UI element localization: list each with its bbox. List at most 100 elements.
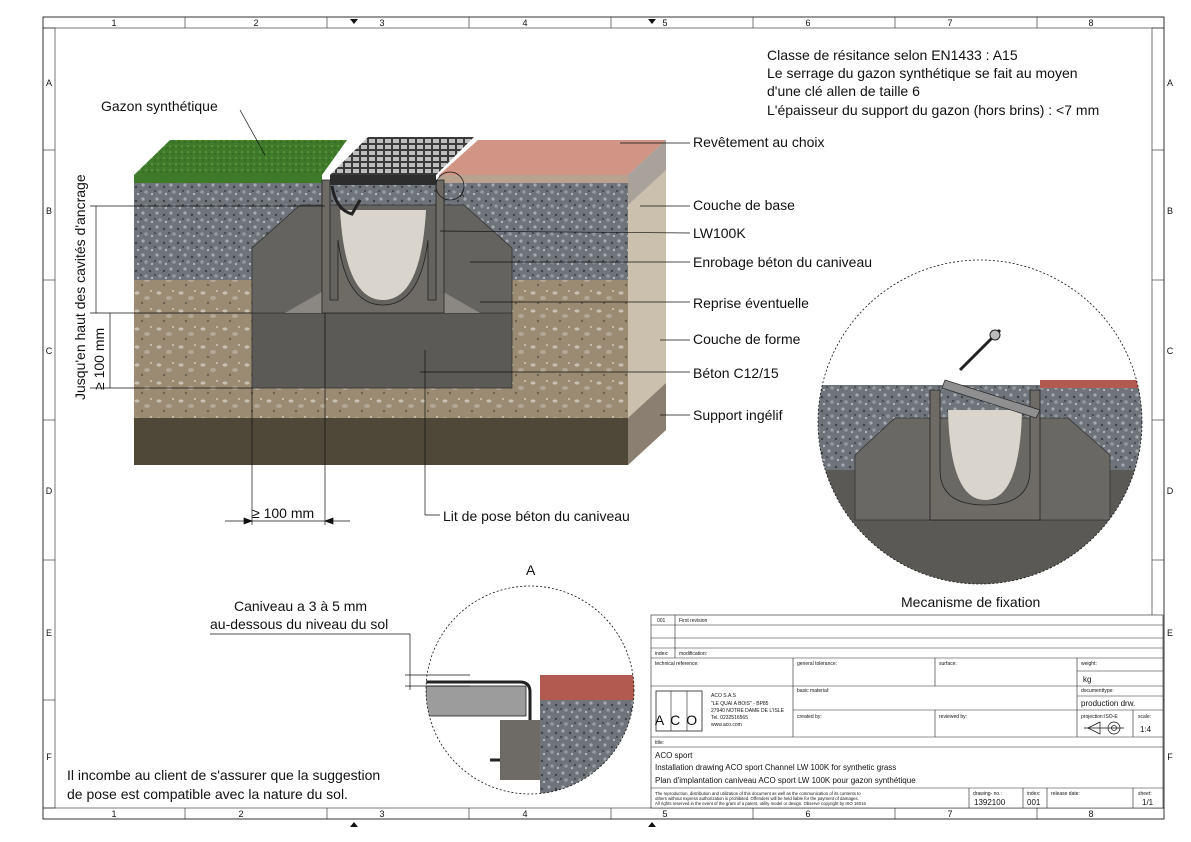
title-block	[650, 614, 1164, 809]
drawing-no: 1392100	[974, 798, 1006, 807]
title-line-3: Plan d'implantation caniveau ACO sport L…	[655, 776, 916, 785]
sheet-label: sheet:	[1138, 791, 1152, 797]
row-label-right-d: D	[1167, 486, 1174, 496]
modification-label: modification:	[679, 651, 707, 657]
dim-width-label: ≥ 100 mm	[252, 505, 314, 521]
spec-notes: Classe de résitance selon EN1433 : A15 L…	[767, 47, 1099, 118]
col-label-top-6: 6	[805, 18, 810, 28]
label-enrobage: Enrobage béton du caniveau	[693, 254, 872, 270]
grass-layer	[134, 175, 322, 183]
label-reprise: Reprise éventuelle	[693, 295, 809, 311]
label-revetement: Revêtement au choix	[693, 134, 825, 150]
note-line-1: Classe de résitance selon EN1433 : A15	[767, 47, 1018, 63]
surface-label: surface:	[939, 661, 957, 667]
col-label-top-7: 7	[947, 18, 952, 28]
sheet-value: 1/1	[1142, 798, 1154, 807]
col-label-top-5: 5	[662, 18, 667, 28]
row-label-right-a: A	[1167, 78, 1173, 88]
paving-top	[439, 140, 666, 175]
label-caniveau-2: au-dessous du niveau du sol	[210, 616, 388, 632]
side-face	[628, 140, 666, 465]
drawing-frame: 1 2 3 4 5 6 7 8 1 2 3 4 5 6 7 8 A B C D …	[42, 16, 1174, 827]
detail-marker: A	[460, 193, 464, 199]
mechanism-detail	[817, 259, 1143, 585]
row-label-left-f: F	[46, 752, 52, 762]
label-mecanisme: Mecanisme de fixation	[901, 594, 1040, 610]
row-label-left-e: E	[46, 628, 52, 638]
label-support: Support ingélif	[693, 407, 783, 423]
col-label-top-4: 4	[522, 18, 527, 28]
note-line-3: d'une clé allen de taille 6	[767, 83, 920, 99]
col-label-bottom-5: 5	[662, 809, 667, 819]
label-couche-forme: Couche de forme	[693, 331, 801, 347]
rev-text: First revision	[679, 618, 708, 624]
grass-top	[134, 140, 347, 175]
release-date-label: release date:	[1051, 791, 1080, 797]
legal-line-3: All rights reserved in the event of the …	[655, 801, 867, 806]
general-tolerance-label: general tolerance:	[797, 661, 837, 667]
scale-value: 1:4	[1140, 725, 1152, 734]
reviewed-by-label: reviewed by:	[939, 714, 967, 720]
label-beton: Béton C12/15	[693, 365, 779, 381]
rev-index: 001	[657, 618, 666, 624]
title-line-1: ACO sport	[655, 751, 693, 760]
col-label-bottom-1: 1	[111, 809, 116, 819]
col-label-bottom-2: 2	[238, 809, 243, 819]
col-label-bottom-4: 4	[522, 809, 527, 819]
projection-label: projection:ISO-E	[1081, 714, 1118, 720]
note-line-2: Le serrage du gazon synthétique se fait …	[767, 65, 1078, 81]
label-couche-base: Couche de base	[693, 197, 795, 213]
row-label-right-f: F	[1167, 752, 1173, 762]
client-note-1: Il incombe au client de s'assurer que la…	[67, 767, 380, 783]
cross-section-block: A	[90, 109, 691, 525]
col-label-bottom-7: 7	[947, 809, 952, 819]
concrete-base	[251, 312, 513, 389]
aco-logo: ACO	[655, 690, 703, 732]
company-addr-1: "LE QUAI A BOIS" - BP85	[711, 701, 769, 707]
legal-line-2: others without express authorization is …	[655, 796, 859, 801]
detail-a-dimension	[210, 633, 470, 690]
drawing-no-label: drawing- no.:	[973, 791, 1002, 797]
legal-line-1: The reproduction, distribution and utili…	[655, 791, 861, 796]
row-label-right-e: E	[1167, 628, 1173, 638]
row-label-left-a: A	[46, 78, 52, 88]
grate-top	[330, 137, 474, 175]
col-label-top-2: 2	[253, 18, 258, 28]
index2: 001	[1027, 798, 1041, 807]
weight-unit: kg	[1083, 675, 1091, 684]
basic-material-label: basic material:	[797, 688, 829, 694]
index2-label: index:	[1027, 791, 1040, 797]
scale-label: scale:	[1138, 714, 1151, 720]
col-label-bottom-6: 6	[805, 809, 810, 819]
row-label-left-c: C	[46, 346, 53, 356]
row-label-left-d: D	[46, 486, 53, 496]
company-name: ACO S.A.S	[711, 693, 737, 699]
label-caniveau-1: Caniveau a 3 à 5 mm	[234, 598, 367, 614]
col-label-bottom-3: 3	[379, 809, 384, 819]
label-lit-pose: Lit de pose béton du caniveau	[443, 508, 630, 524]
title-line-2: Installation drawing ACO sport Channel L…	[655, 763, 896, 772]
col-label-top-1: 1	[111, 18, 116, 28]
row-label-right-c: C	[1167, 346, 1174, 356]
documenttype-value: production drw.	[1081, 699, 1135, 708]
client-note-2: de pose est compatible avec la nature du…	[67, 786, 348, 802]
detail-a-title: A	[526, 562, 536, 578]
index-label: index:	[655, 651, 668, 657]
company-tel: Tel. 0232516565	[711, 715, 748, 721]
channel-body	[321, 179, 445, 314]
company-addr-2: 27940 NOTRE DAME DE L'ISLE	[711, 708, 785, 714]
label-lw100k: LW100K	[693, 225, 746, 241]
col-label-top-8: 8	[1088, 18, 1093, 28]
row-label-left-b: B	[46, 206, 52, 216]
note-line-4: L'épaisseur du support du gazon (hors br…	[767, 102, 1099, 118]
row-label-right-b: B	[1167, 206, 1173, 216]
vertical-dim: ≥ 100 mm	[91, 328, 107, 390]
technical-reference-label: technical reference:	[655, 661, 699, 667]
col-label-bottom-8: 8	[1088, 809, 1093, 819]
col-label-top-3: 3	[379, 18, 384, 28]
company-web: www.aco.com	[711, 722, 742, 728]
title-label: title:	[655, 740, 664, 746]
created-by-label: created by:	[797, 714, 822, 720]
frost-layer	[134, 418, 628, 465]
